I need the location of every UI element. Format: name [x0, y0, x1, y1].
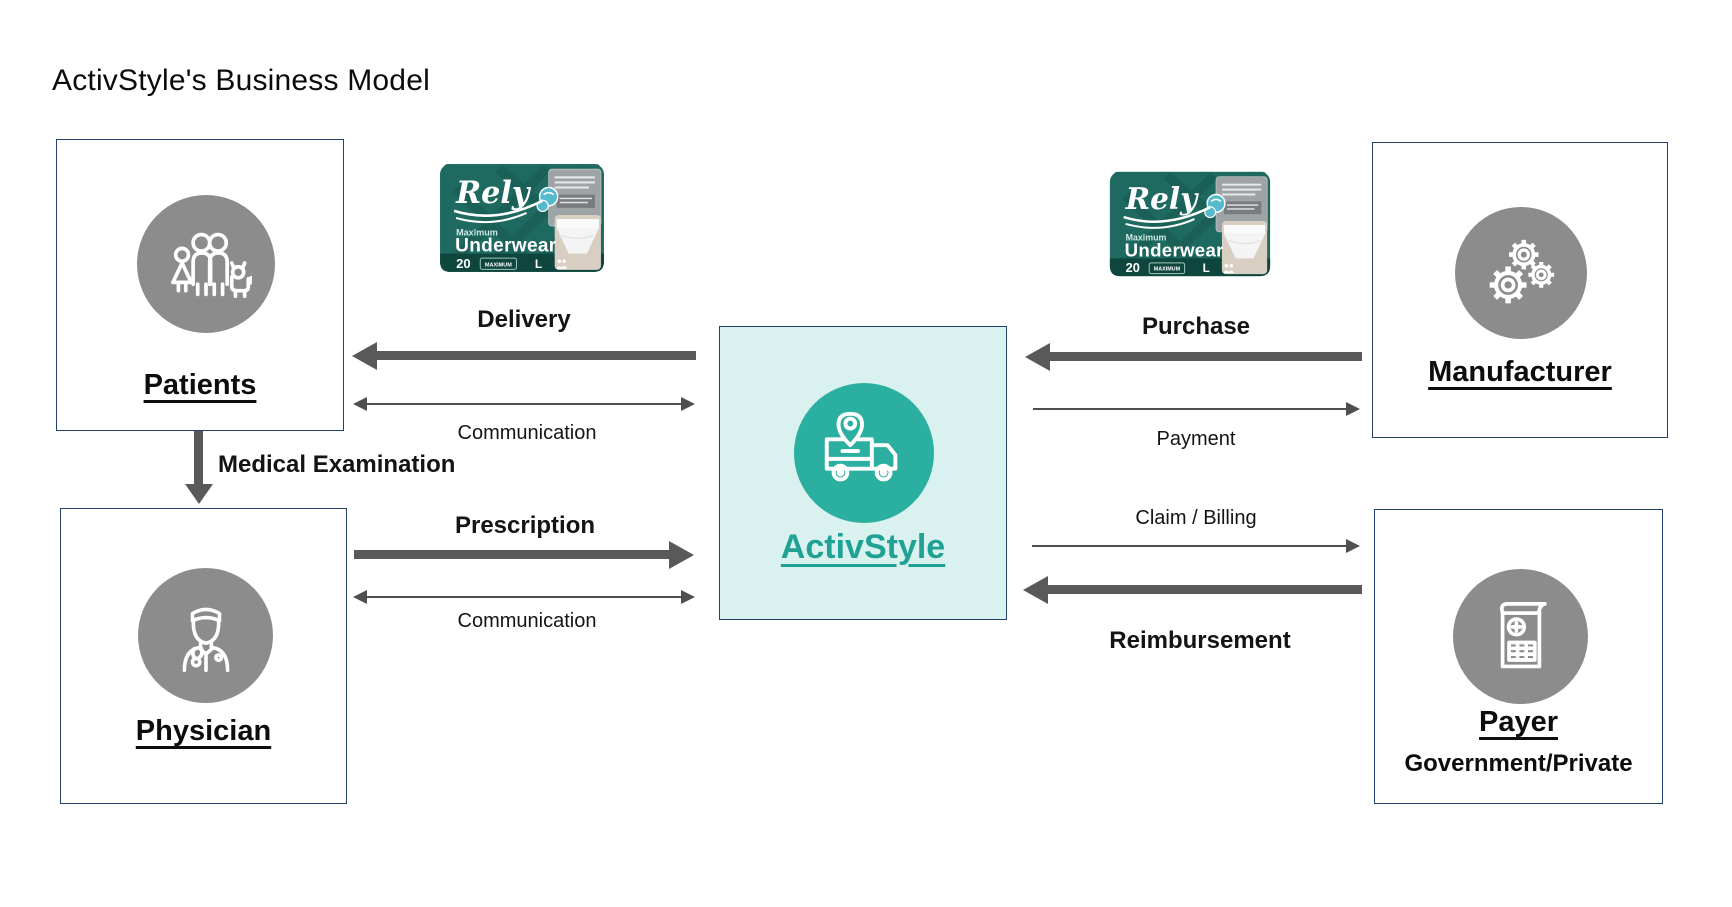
communication-bottom-arrow	[367, 596, 681, 598]
manufacturer-label: Manufacturer	[1428, 356, 1612, 388]
delivery-label: Delivery	[477, 306, 571, 333]
patients-box: Patients	[56, 139, 344, 431]
package-subline: Maximum	[1126, 233, 1167, 243]
page-title: ActivStyle's Business Model	[52, 64, 430, 97]
gears-icon	[1489, 239, 1555, 304]
prescription-label: Prescription	[454, 512, 596, 539]
purchase-label: Purchase	[1141, 313, 1251, 340]
payment-arrowhead	[1346, 402, 1360, 416]
payment-arrow	[1033, 408, 1346, 410]
claim-billing-arrowhead	[1346, 539, 1360, 553]
package-count: 20	[1126, 260, 1140, 275]
prescription-arrow	[354, 550, 670, 559]
communication-top-label: Communication	[457, 422, 597, 444]
communication-top-arrowhead-right	[681, 397, 695, 411]
medical-examination-arrow	[194, 431, 203, 484]
package-subline: Maximum	[456, 227, 498, 237]
medical-billing-document-icon	[1499, 601, 1547, 668]
product-package-right: Rely Maximum Underwear 20 MAXIMUM L	[1104, 164, 1276, 282]
communication-top-arrowhead-left	[353, 397, 367, 411]
reimbursement-arrowhead	[1023, 576, 1048, 604]
physician-box: Physician	[60, 508, 347, 804]
payer-icon-circle	[1453, 569, 1588, 704]
payer-box: Payer Government/Private	[1374, 509, 1663, 804]
claim-billing-arrow	[1032, 545, 1346, 547]
package-badge: MAXIMUM	[1154, 267, 1181, 273]
package-brand: Rely	[455, 176, 532, 211]
physician-icon-circle	[138, 568, 273, 703]
medical-examination-label: Medical Examination	[218, 451, 456, 478]
patients-label: Patients	[143, 369, 257, 401]
payer-label: Payer	[1478, 706, 1558, 738]
payment-label: Payment	[1156, 428, 1236, 450]
doctor-icon	[182, 607, 229, 672]
purchase-arrowhead	[1025, 343, 1050, 371]
package-size: L	[1203, 262, 1210, 275]
package-count: 20	[456, 256, 471, 271]
patients-icon-circle	[137, 195, 275, 333]
package-badge: MAXIMUM	[485, 262, 512, 268]
activstyle-label: ActivStyle	[780, 528, 946, 566]
delivery-arrow	[376, 351, 696, 360]
physician-label: Physician	[135, 715, 272, 747]
rely-underwear-package-image: Rely Maximum Underwear 20 MAXIMUM L	[1109, 171, 1271, 277]
communication-top-arrow	[367, 403, 681, 405]
communication-bottom-arrowhead-right	[681, 590, 695, 604]
product-package-left: Rely Maximum Underwear 20 MAXIMUM L	[434, 156, 610, 278]
family-icon	[171, 232, 252, 299]
delivery-arrowhead	[352, 342, 377, 370]
communication-bottom-arrowhead-left	[353, 590, 367, 604]
prescription-arrowhead	[669, 541, 694, 569]
package-brand: Rely	[1125, 181, 1199, 216]
communication-bottom-label: Communication	[457, 610, 597, 632]
payer-sublabel: Government/Private	[1404, 750, 1633, 777]
activstyle-icon-circle	[794, 383, 934, 523]
package-name: Underwear	[1125, 239, 1224, 260]
package-size: L	[535, 257, 543, 271]
manufacturer-icon-circle	[1455, 207, 1587, 339]
rely-underwear-package-image: Rely Maximum Underwear 20 MAXIMUM L	[440, 164, 604, 272]
reimbursement-label: Reimbursement	[1109, 627, 1291, 654]
reimbursement-arrow	[1047, 585, 1362, 594]
package-name: Underwear	[455, 235, 557, 256]
delivery-truck-pin-icon	[824, 411, 898, 482]
manufacturer-box: Manufacturer	[1372, 142, 1668, 438]
purchase-arrow	[1049, 352, 1362, 361]
activstyle-box: ActivStyle	[719, 326, 1007, 620]
claim-billing-label: Claim / Billing	[1135, 507, 1257, 529]
medical-examination-arrowhead	[185, 484, 213, 504]
